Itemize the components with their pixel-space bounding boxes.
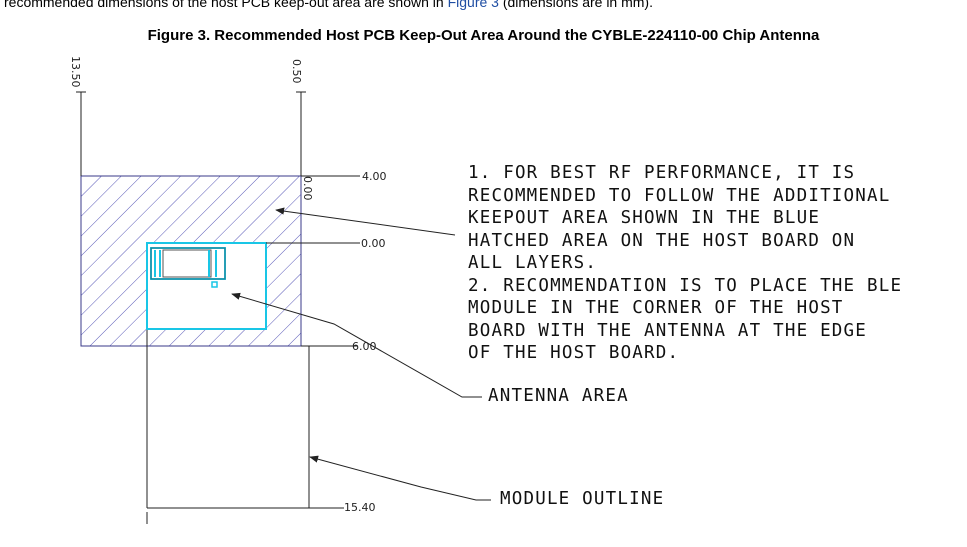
- module-outline-label: MODULE OUTLINE: [500, 489, 664, 509]
- note-line-4: HATCHED AREA ON THE HOST BOARD ON: [468, 231, 855, 251]
- note-line-5: ALL LAYERS.: [468, 253, 597, 273]
- dim-0-50: 0.50: [290, 59, 303, 84]
- note-line-7: MODULE IN THE CORNER OF THE HOST: [468, 298, 844, 318]
- note-line-1: 1. FOR BEST RF PERFORMANCE, IT IS: [468, 163, 855, 183]
- dim-15-40: 15.40: [344, 501, 376, 514]
- notes-block: 1. FOR BEST RF PERFORMANCE, IT IS RECOMM…: [468, 163, 902, 363]
- note-line-8: BOARD WITH THE ANTENNA AT THE EDGE: [468, 321, 867, 341]
- note-line-6: 2. RECOMMENDATION IS TO PLACE THE BLE: [468, 276, 902, 296]
- top-dimension-lines: [76, 91, 306, 176]
- intro-text-before: recommended dimensions of the host PCB k…: [4, 0, 448, 10]
- dim-6-00: 6.00: [352, 340, 377, 353]
- figure-3-link[interactable]: Figure 3: [447, 0, 499, 10]
- intro-paragraph: recommended dimensions of the host PCB k…: [4, 0, 653, 10]
- dim-4-00: 4.00: [362, 170, 387, 183]
- note-line-2: RECOMMENDED TO FOLLOW THE ADDITIONAL: [468, 186, 891, 206]
- figure-caption: Figure 3. Recommended Host PCB Keep-Out …: [147, 27, 820, 44]
- intro-text-after: (dimensions are in mm).: [498, 0, 653, 10]
- leader-arrows: [231, 207, 491, 501]
- antenna-area-label: ANTENNA AREA: [488, 386, 629, 406]
- dim-inner-0-00: 0.00: [301, 176, 314, 201]
- note-line-3: KEEPOUT AREA SHOWN IN THE BLUE: [468, 208, 820, 228]
- note-line-9: OF THE HOST BOARD.: [468, 343, 679, 363]
- antenna-area: [146, 242, 267, 330]
- dim-13-50: 13.50: [69, 56, 82, 88]
- keepout-area: [80, 175, 302, 347]
- right-dimension-lines: [266, 175, 360, 509]
- dim-0-00: 0.00: [361, 237, 386, 250]
